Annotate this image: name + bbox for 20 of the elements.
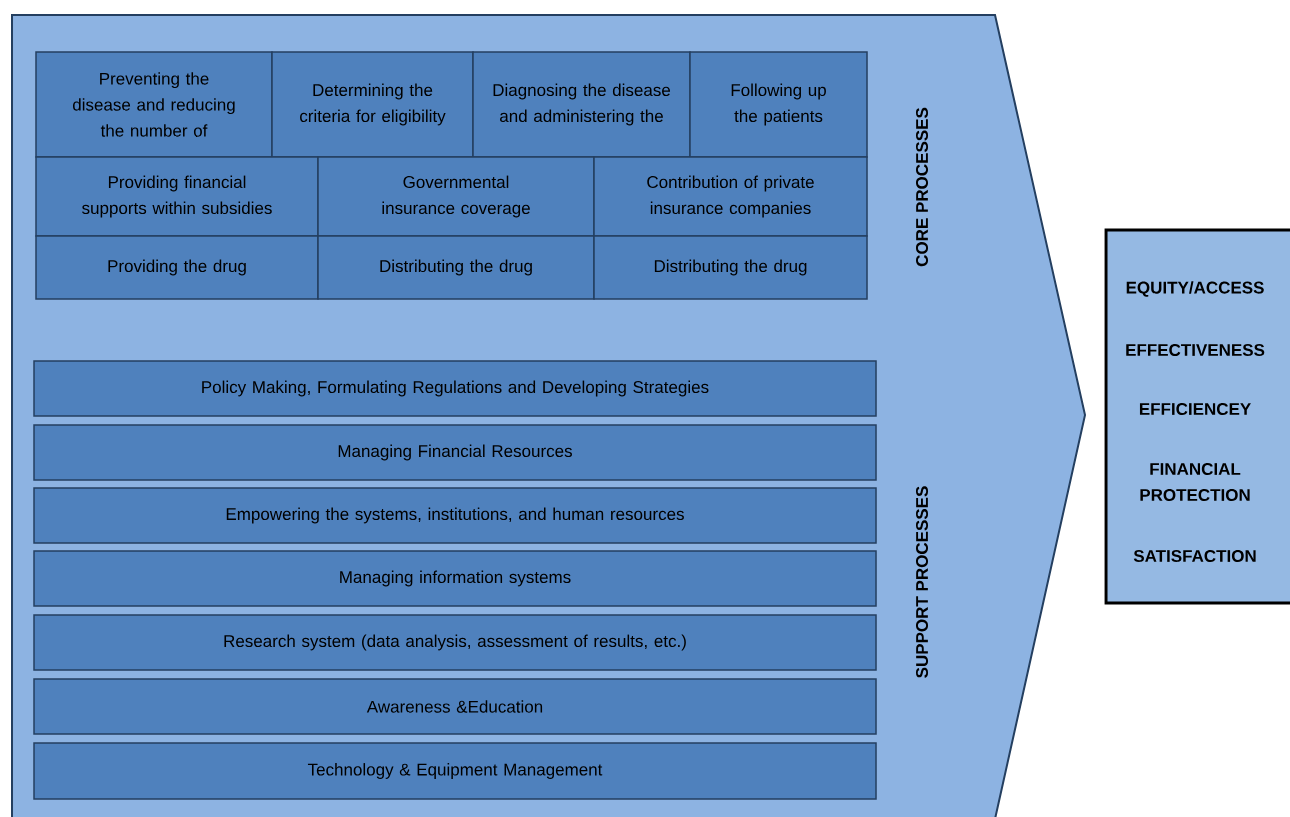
process-cell: Distributing the drug: [593, 235, 868, 300]
process-cell: Contribution of private insurance companies: [593, 156, 868, 237]
process-cell: Distributing the drug: [317, 235, 595, 300]
process-bar: Managing information systems: [33, 550, 877, 607]
process-cell: Determining the criteria for eligibility: [271, 51, 474, 158]
process-bar: Managing Financial Resources: [33, 424, 877, 481]
process-cell: Following up the patients: [689, 51, 868, 158]
section-label: CORE PROCESSES: [916, 107, 929, 267]
process-bar: Awareness &Education: [33, 678, 877, 735]
process-bar: Empowering the systems, institutions, and human resources: [33, 487, 877, 544]
process-cell: Diagnosing the disease and administering the: [472, 51, 691, 158]
process-cell: Providing financial supports within subsidies: [35, 156, 319, 237]
process-cell: Governmental insurance coverage: [317, 156, 595, 237]
process-bar: Technology & Equipment Management: [33, 742, 877, 800]
outcome-box: EQUITY/ACCESS EFFECTIVENESS EFFICIENCEY FINANCIAL PROTECTION SATISFACTION: [1104, 228, 1290, 605]
process-bar: Research system (data analysis, assessment of results, etc.): [33, 614, 877, 671]
process-bar: Policy Making, Formulating Regulations and Developing Strategies: [33, 360, 877, 417]
process-cell: Preventing the disease and reducing the number of: [35, 51, 273, 158]
process-cell: Providing the drug: [35, 235, 319, 300]
section-label: SUPPORT PROCESSES: [916, 486, 929, 678]
